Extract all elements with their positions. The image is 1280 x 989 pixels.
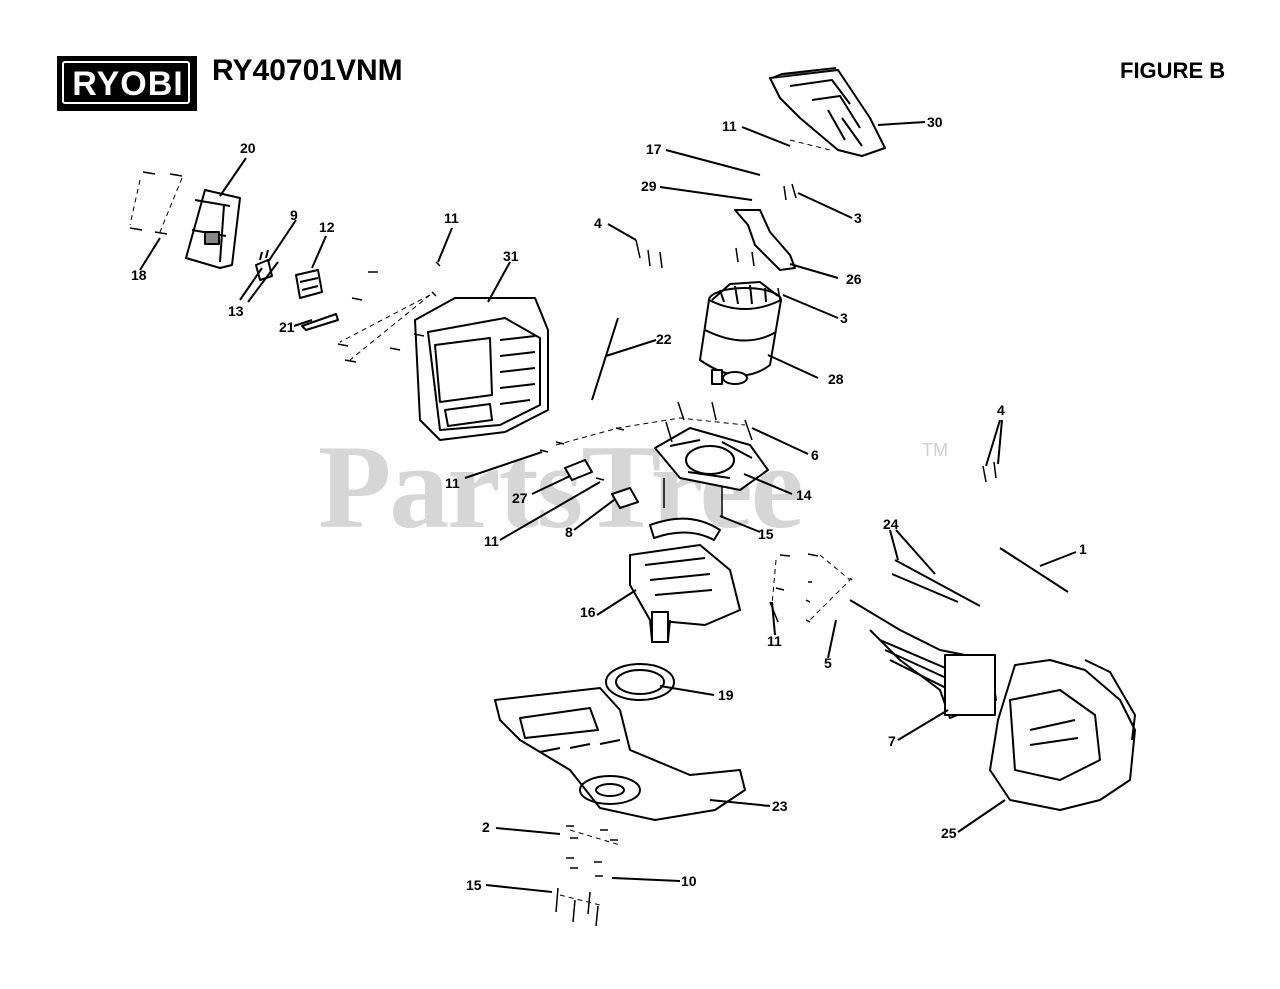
ryobi-logo-border: RYOBI <box>62 61 190 104</box>
callout-13[interactable]: 13 <box>228 303 244 319</box>
ryobi-logo: RYOBI <box>57 56 197 111</box>
callout-11[interactable]: 11 <box>445 475 460 491</box>
figure-label: FIGURE B <box>1120 58 1226 83</box>
part-12-switch[interactable] <box>295 269 323 299</box>
callout-11[interactable]: 11 <box>767 633 782 649</box>
callout-22[interactable]: 22 <box>656 331 672 347</box>
callout-2[interactable]: 2 <box>482 819 490 835</box>
callout-labels: 30 11 17 29 3 4 26 3 28 22 20 9 12 18 13… <box>131 114 1087 893</box>
part-20-bracket[interactable] <box>185 189 241 269</box>
callout-31[interactable]: 31 <box>503 248 519 264</box>
part-7-wire-harness[interactable] <box>849 599 997 719</box>
leader-lines <box>139 121 1077 893</box>
fasteners <box>129 171 997 927</box>
callout-26[interactable]: 26 <box>846 271 862 287</box>
callout-27[interactable]: 27 <box>512 490 528 506</box>
callout-11[interactable]: 11 <box>484 533 499 549</box>
part-22-rod[interactable] <box>591 317 619 401</box>
callout-29[interactable]: 29 <box>641 178 657 194</box>
callout-4[interactable]: 4 <box>594 215 602 231</box>
part-26-bracket[interactable] <box>734 209 796 271</box>
part-23-base-plate[interactable] <box>494 687 746 821</box>
callout-16[interactable]: 16 <box>580 604 596 620</box>
callout-17[interactable]: 17 <box>646 141 662 157</box>
callout-25[interactable]: 25 <box>941 825 957 841</box>
callout-23[interactable]: 23 <box>772 798 788 814</box>
callout-30[interactable]: 30 <box>927 114 943 130</box>
callout-7[interactable]: 7 <box>888 733 896 749</box>
part-30-handle-cover[interactable] <box>769 67 886 157</box>
callout-20[interactable]: 20 <box>240 140 256 156</box>
part-21-wrench[interactable] <box>301 313 339 331</box>
part-8-connector[interactable] <box>611 487 639 509</box>
callout-28[interactable]: 28 <box>828 371 844 387</box>
callout-12[interactable]: 12 <box>319 219 335 235</box>
callout-5[interactable]: 5 <box>824 655 832 671</box>
part-28-motor[interactable] <box>699 281 782 385</box>
part-9-13-terminals[interactable] <box>255 249 273 281</box>
callout-14[interactable]: 14 <box>796 487 812 503</box>
callout-3[interactable]: 3 <box>840 310 848 326</box>
model-number: RY40701VNM <box>212 54 403 87</box>
callout-11[interactable]: 11 <box>722 118 737 134</box>
part-16-gearbox[interactable] <box>629 517 741 643</box>
callout-24[interactable]: 24 <box>883 516 899 532</box>
part-25-right-cover[interactable] <box>989 659 1136 811</box>
callout-19[interactable]: 19 <box>718 687 734 703</box>
callout-6[interactable]: 6 <box>811 447 819 463</box>
callout-9[interactable]: 9 <box>290 207 298 223</box>
callout-21[interactable]: 21 <box>279 319 295 335</box>
callout-1[interactable]: 1 <box>1079 541 1087 557</box>
callout-18[interactable]: 18 <box>131 267 147 283</box>
callout-10[interactable]: 10 <box>681 873 697 889</box>
watermark-tm: TM <box>922 440 948 460</box>
callout-3[interactable]: 3 <box>854 210 862 226</box>
callout-8[interactable]: 8 <box>565 524 573 540</box>
callout-4[interactable]: 4 <box>997 402 1005 418</box>
part-1-rod[interactable] <box>999 547 1069 593</box>
part-24-rods[interactable] <box>891 559 981 607</box>
callout-11[interactable]: 11 <box>444 210 459 226</box>
callout-15[interactable]: 15 <box>466 877 482 893</box>
brand-name: RYOBI <box>72 65 184 103</box>
callout-15[interactable]: 15 <box>758 526 774 542</box>
part-31-housing[interactable] <box>414 297 549 441</box>
part-19-seal-ring[interactable] <box>605 663 675 701</box>
assembly-dashed-lines <box>129 139 851 906</box>
part-14-gear-plate[interactable] <box>654 427 769 491</box>
